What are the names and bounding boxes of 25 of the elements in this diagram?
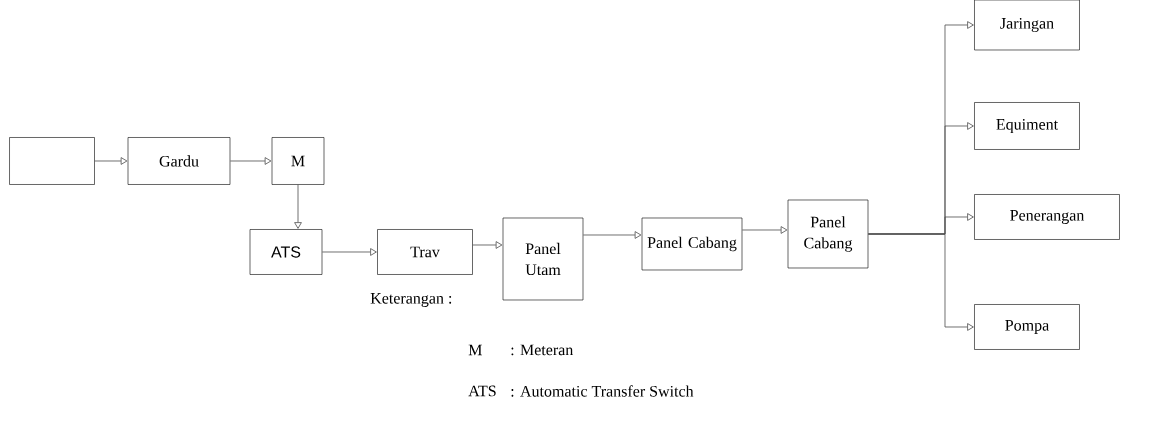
process-box: Panel Cabang bbox=[787, 199, 869, 269]
arrow bbox=[229, 157, 272, 165]
process-box: ATS bbox=[249, 229, 323, 275]
process-box: Penerangan bbox=[974, 194, 1120, 240]
process-box: M bbox=[271, 137, 325, 185]
legend-text: : Meteran bbox=[511, 344, 574, 356]
process-box: Pompa bbox=[974, 304, 1080, 350]
process-box: Gardu bbox=[127, 137, 231, 185]
arrow bbox=[867, 233, 974, 331]
arrow bbox=[741, 226, 788, 234]
process-box: Equiment bbox=[974, 102, 1080, 150]
arrow bbox=[294, 184, 302, 229]
process-box: Panel Cabang bbox=[641, 217, 743, 271]
legend-text: : Automatic Transfer Switch bbox=[511, 385, 694, 397]
legend-heading: Keterangan : bbox=[370, 293, 452, 307]
arrow bbox=[321, 248, 377, 256]
arrow bbox=[582, 231, 642, 239]
process-box: Trav bbox=[377, 229, 473, 275]
process-box bbox=[9, 137, 95, 185]
arrow bbox=[472, 241, 503, 249]
arrow bbox=[94, 157, 128, 165]
process-box: Jaringan bbox=[974, 0, 1080, 51]
process-box: Panel Utam bbox=[502, 217, 584, 301]
legend-key: ATS bbox=[468, 385, 496, 397]
legend-key: M bbox=[468, 344, 482, 356]
